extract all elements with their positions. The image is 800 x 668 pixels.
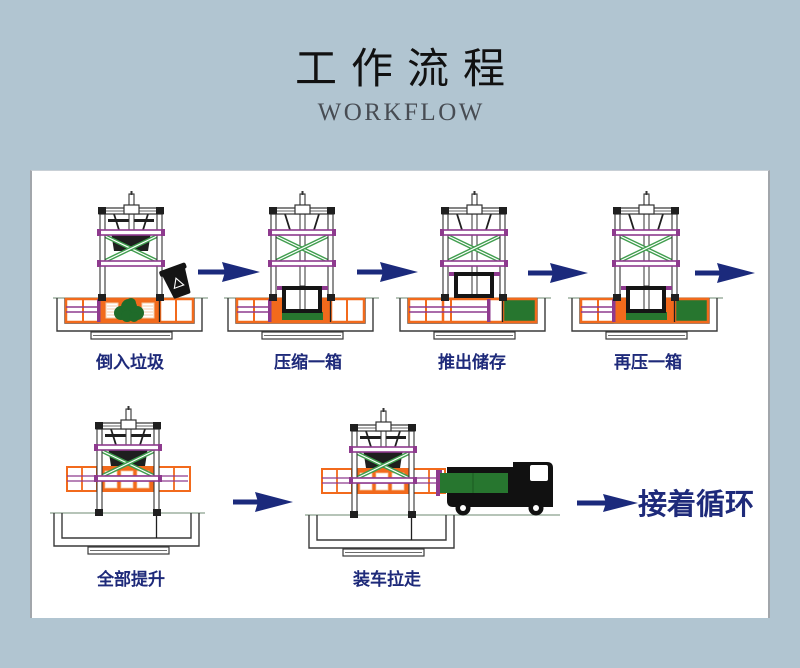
step-label-lift-all: 全部提升 bbox=[97, 570, 165, 590]
step-label-dump-garbage: 倒入垃圾 bbox=[96, 353, 164, 373]
step-label-load-truck: 装车拉走 bbox=[353, 570, 421, 590]
page-subtitle: WORKFLOW bbox=[317, 99, 485, 126]
step-label-push-to-storage: 推出储存 bbox=[438, 353, 506, 373]
loop-label: 接着循环 bbox=[638, 487, 755, 521]
step-label-compress-again: 再压一箱 bbox=[614, 353, 682, 373]
page-title: 工作流程 bbox=[294, 44, 519, 93]
workflow-panel bbox=[30, 170, 770, 618]
step-label-compress-box: 压缩一箱 bbox=[274, 353, 342, 373]
